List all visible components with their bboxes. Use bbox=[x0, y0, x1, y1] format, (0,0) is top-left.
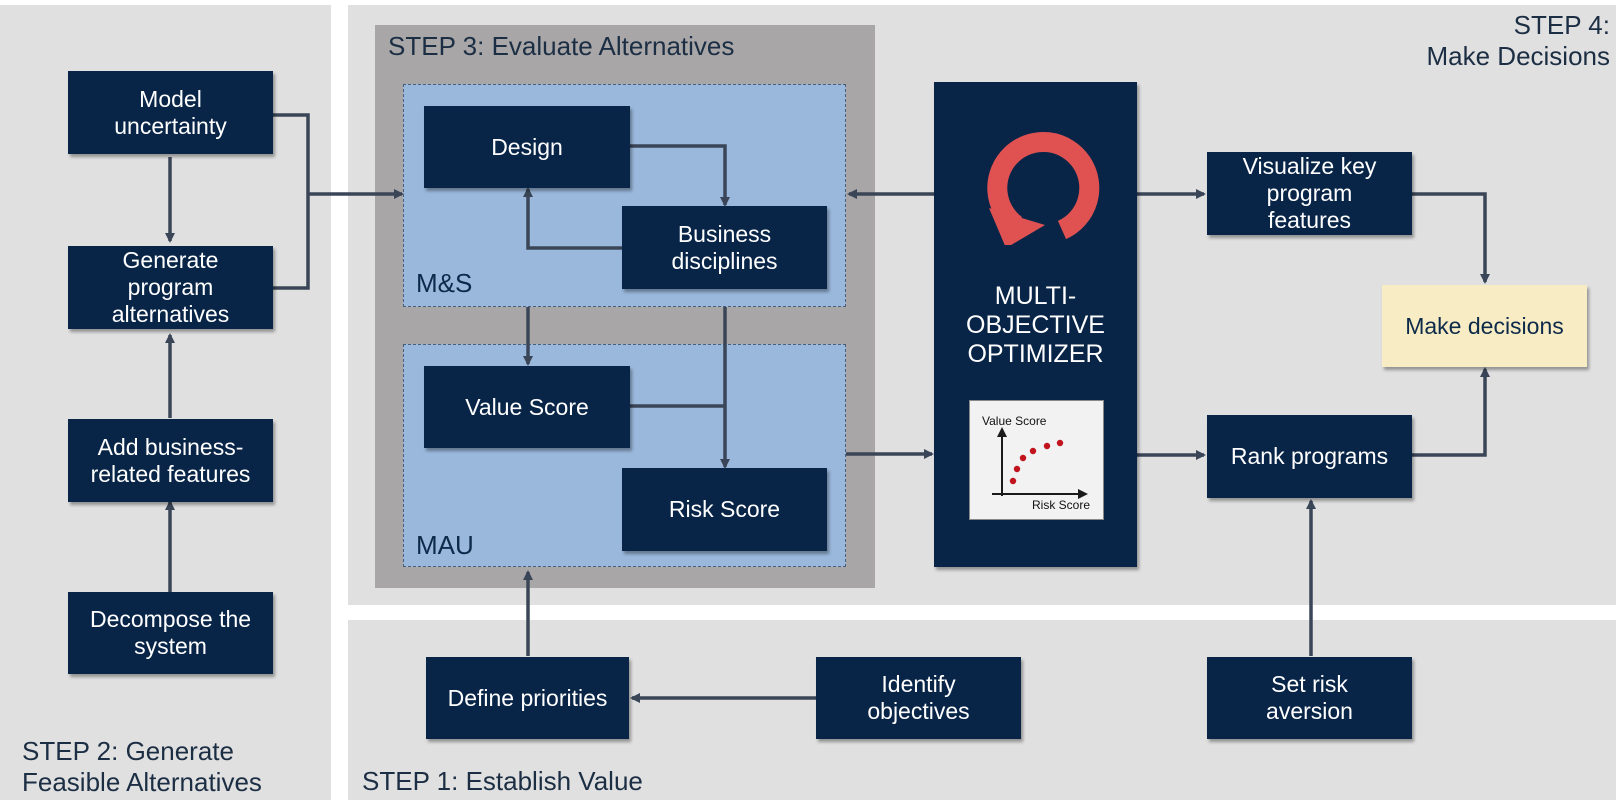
mini-ylabel: Value Score bbox=[982, 414, 1047, 428]
value-score-box[interactable]: Value Score bbox=[424, 366, 630, 448]
step2-label: STEP 2: Generate Feasible Alternatives bbox=[22, 736, 262, 797]
step1-label: STEP 1: Establish Value bbox=[362, 766, 643, 796]
model-uncertainty-box[interactable]: Model uncertainty bbox=[68, 71, 273, 154]
step3-label: STEP 3: Evaluate Alternatives bbox=[388, 31, 735, 61]
multi-objective-optimizer[interactable]: MULTI- OBJECTIVE OPTIMIZER Value Score R… bbox=[934, 82, 1137, 567]
business-disciplines-box[interactable]: Business disciplines bbox=[622, 206, 827, 289]
pareto-points bbox=[1009, 439, 1064, 485]
define-priorities-box[interactable]: Define priorities bbox=[426, 657, 629, 739]
add-features-box[interactable]: Add business- related features bbox=[68, 419, 273, 502]
risk-score-box[interactable]: Risk Score bbox=[622, 468, 827, 551]
optimizer-title: MULTI- OBJECTIVE OPTIMIZER bbox=[966, 282, 1105, 368]
decompose-box[interactable]: Decompose the system bbox=[68, 592, 273, 674]
generate-alternatives-box[interactable]: Generate program alternatives bbox=[68, 246, 273, 329]
rank-programs-box[interactable]: Rank programs bbox=[1207, 415, 1412, 498]
make-decisions-box[interactable]: Make decisions bbox=[1382, 285, 1587, 367]
refresh-icon bbox=[987, 132, 1100, 245]
mini-pareto-plot: Value Score Risk Score bbox=[969, 400, 1104, 520]
step4-label: STEP 4: Make Decisions bbox=[1426, 10, 1610, 71]
visualize-features-box[interactable]: Visualize key program features bbox=[1207, 152, 1412, 235]
design-box[interactable]: Design bbox=[424, 106, 630, 188]
mini-xlabel: Risk Score bbox=[1032, 498, 1091, 512]
identify-objectives-box[interactable]: Identify objectives bbox=[816, 657, 1021, 739]
ms-label: M&S bbox=[416, 268, 473, 298]
set-risk-aversion-box[interactable]: Set risk aversion bbox=[1207, 657, 1412, 739]
mau-label: MAU bbox=[416, 530, 474, 560]
